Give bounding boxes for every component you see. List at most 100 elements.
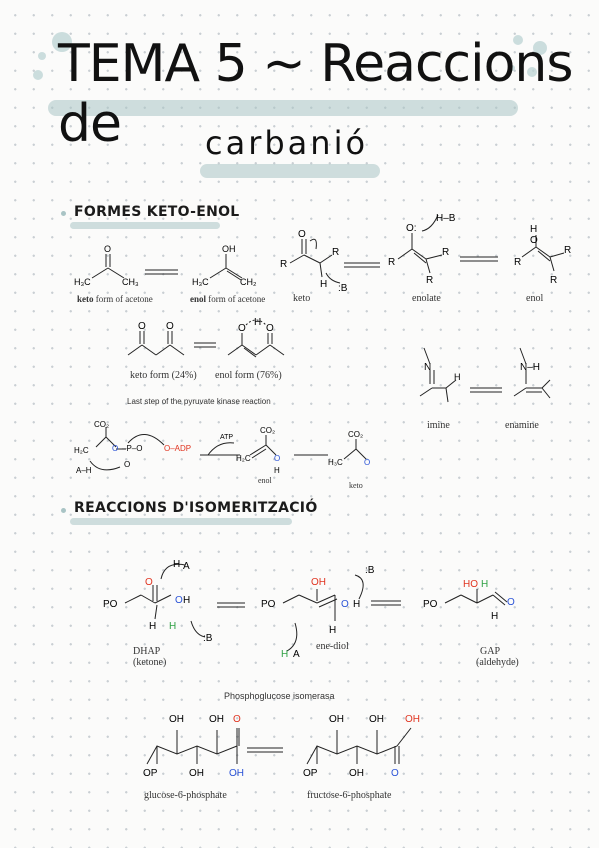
svg-text:H: H — [481, 579, 488, 590]
svg-text:OH: OH — [311, 577, 326, 588]
svg-text:OH: OH — [405, 714, 420, 725]
svg-text::B: :B — [338, 283, 348, 294]
dhap-label: DHAP — [133, 646, 161, 657]
svg-text:CO₂: CO₂ — [260, 426, 275, 435]
mechanism-keto-label: keto — [293, 293, 311, 304]
svg-text:O: O — [104, 244, 111, 254]
svg-text:O: O — [391, 768, 399, 779]
acetone-keto-label: keto form of acetone — [77, 294, 153, 304]
section-highlight — [70, 222, 220, 229]
diketo-keto-label: keto form (24%) — [130, 370, 197, 381]
section-heading-keto-enol: FORMES KETO-ENOL — [74, 204, 240, 220]
svg-text:CO₂: CO₂ — [94, 420, 109, 429]
svg-text:H: H — [281, 649, 288, 660]
g6p-label: glucose-6-phosphate — [144, 790, 227, 801]
svg-text:OH: OH — [209, 714, 224, 725]
svg-text:A: A — [293, 649, 300, 660]
svg-text:O: O — [238, 323, 246, 334]
gap-label: GAP — [480, 646, 501, 657]
svg-text:HO: HO — [463, 579, 478, 590]
section-bullet — [61, 508, 66, 513]
pgi-caption: Phosphoglucose isomerasa — [224, 691, 335, 701]
svg-text:H: H — [149, 621, 156, 632]
pyruvate-keto-label: keto — [349, 481, 363, 490]
svg-text:R: R — [332, 247, 339, 258]
svg-text:N–H: N–H — [520, 362, 540, 373]
svg-text:H: H — [274, 466, 280, 475]
dhap-sublabel: (ketone) — [133, 657, 167, 668]
svg-text:O: O — [233, 714, 241, 725]
svg-text:H: H — [183, 595, 190, 606]
diketo-enol-label: enol form (76%) — [215, 370, 282, 381]
imine-enamine-diagram: NH N–H — [419, 347, 551, 403]
enediol-label: ene-diol — [316, 641, 349, 652]
svg-text:CH₂: CH₂ — [240, 277, 257, 287]
svg-text:H₂C: H₂C — [236, 454, 251, 463]
svg-text:OP: OP — [303, 768, 318, 779]
svg-text:H: H — [173, 559, 180, 570]
svg-text:R: R — [442, 247, 449, 258]
page-title: TEMA 5 ~ Reaccions de — [58, 34, 573, 154]
svg-text:H: H — [254, 317, 261, 328]
svg-text:R: R — [550, 275, 557, 286]
svg-text:O: O — [530, 235, 538, 246]
section-heading-isomer: REACCIONS D'ISOMERITZACIÓ — [74, 500, 318, 516]
svg-text:H₃C: H₃C — [74, 277, 91, 287]
adp-label: O–ADP — [164, 444, 191, 453]
svg-text:H: H — [329, 625, 336, 636]
svg-text:O:: O: — [406, 223, 417, 234]
title-highlight — [48, 100, 518, 116]
svg-text:O: O — [298, 229, 306, 240]
svg-text:O: O — [112, 444, 118, 453]
svg-text:–P–O: –P–O — [122, 444, 142, 453]
svg-text:O: O — [341, 599, 349, 610]
pyruvate-kinase-caption: Last step of the pyruvate kinase reactio… — [127, 397, 271, 406]
svg-text:OP: OP — [143, 768, 158, 779]
svg-text:O: O — [145, 577, 153, 588]
svg-text:PO: PO — [261, 599, 276, 610]
svg-text:CO₂: CO₂ — [348, 430, 363, 439]
svg-text:H: H — [530, 224, 537, 235]
svg-text:H: H — [353, 599, 360, 610]
svg-text::B: :B — [365, 565, 375, 576]
svg-text:O: O — [124, 460, 130, 469]
svg-text:OH: OH — [329, 714, 344, 725]
svg-text:A: A — [183, 561, 190, 572]
svg-text:H: H — [320, 279, 327, 290]
atp-label: ATP — [220, 434, 233, 441]
svg-text:O: O — [274, 454, 280, 463]
svg-text:O: O — [166, 321, 174, 332]
svg-text:O: O — [266, 323, 274, 334]
svg-text:H₂C: H₂C — [74, 446, 89, 455]
svg-text:OH: OH — [169, 714, 184, 725]
svg-text:R: R — [426, 275, 433, 286]
svg-text:H–B: H–B — [436, 213, 456, 224]
svg-text::B: :B — [203, 633, 213, 644]
svg-text:CH₃: CH₃ — [122, 277, 139, 287]
f6p-label: fructose-6-phosphate — [307, 790, 392, 801]
svg-text:H₃C: H₃C — [192, 277, 209, 287]
svg-text:OH: OH — [369, 714, 384, 725]
svg-text:R: R — [514, 257, 521, 268]
svg-text:OH: OH — [349, 768, 364, 779]
svg-text:O: O — [507, 597, 515, 608]
svg-text:H: H — [169, 621, 176, 632]
pyruvate-enol-label: enol — [258, 476, 272, 485]
mechanism-enolate-label: enolate — [412, 293, 441, 304]
mechanism-enol-label: enol — [526, 293, 544, 304]
section-highlight — [70, 518, 292, 525]
svg-text:O: O — [364, 458, 370, 467]
svg-text:O: O — [138, 321, 146, 332]
svg-text:A–H: A–H — [76, 466, 92, 475]
svg-text:PO: PO — [103, 599, 118, 610]
svg-text:R: R — [388, 257, 395, 268]
acetone-enol-label: enol form of acetone — [190, 294, 266, 304]
svg-text:R: R — [280, 259, 287, 270]
svg-text:H: H — [454, 372, 461, 382]
svg-text:R: R — [564, 245, 571, 256]
